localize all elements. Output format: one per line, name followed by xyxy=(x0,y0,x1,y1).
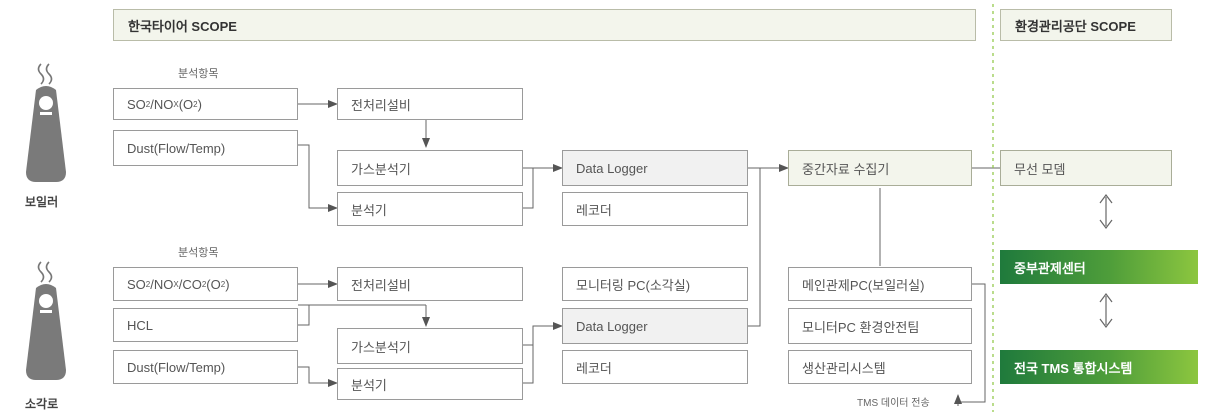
tms-transfer-label: TMS 데이터 전송 xyxy=(857,398,930,409)
wireless-modem-box: 무선 모뎀 xyxy=(1000,150,1172,186)
boiler-label: 보일러 xyxy=(25,195,59,209)
main-pc-box: 메인관제PC(보일러실) xyxy=(788,267,972,301)
left-scope-title: 한국타이어 SCOPE xyxy=(128,18,237,34)
boiler-dust-box: Dust(Flow/Temp) xyxy=(113,130,298,166)
right-scope-header: 환경관리공단 SCOPE xyxy=(1000,9,1172,41)
incinerator-monitoring-pc-box: 모니터링 PC(소각실) xyxy=(562,267,748,301)
monitor-pc-box: 모니터PC 환경안전팀 xyxy=(788,308,972,344)
incinerator-preprocess-box: 전처리설비 xyxy=(337,267,523,301)
incinerator-analysis-label: 분석항목 xyxy=(178,247,219,259)
boiler-preprocess-box: 전처리설비 xyxy=(337,88,523,120)
boiler-analysis-label: 분석항목 xyxy=(178,68,219,80)
boiler-gas-analyzer-box: 가스분석기 xyxy=(337,150,523,186)
incinerator-recorder-box: 레코더 xyxy=(562,350,748,384)
production-system-box: 생산관리시스템 xyxy=(788,350,972,384)
boiler-analyzer-box: 분석기 xyxy=(337,192,523,226)
boiler-data-logger-box: Data Logger xyxy=(562,150,748,186)
national-tms-box: 전국 TMS 통합시스템 xyxy=(1000,350,1198,384)
right-scope-title: 환경관리공단 SCOPE xyxy=(1015,18,1136,34)
incinerator-data-logger-box: Data Logger xyxy=(562,308,748,344)
control-center-box: 중부관제센터 xyxy=(1000,250,1198,284)
left-scope-header: 한국타이어 SCOPE xyxy=(113,9,976,41)
incinerator-gas-analyzer-box: 가스분석기 xyxy=(337,328,523,364)
collector-box: 중간자료 수집기 xyxy=(788,150,972,186)
incinerator-hcl-box: HCL xyxy=(113,308,298,342)
boiler-icon xyxy=(22,60,70,190)
incinerator-dust-box: Dust(Flow/Temp) xyxy=(113,350,298,384)
boiler-recorder-box: 레코더 xyxy=(562,192,748,226)
incinerator-icon xyxy=(22,258,70,388)
incinerator-analyzer-box: 분석기 xyxy=(337,368,523,400)
incinerator-label: 소각로 xyxy=(25,397,59,411)
